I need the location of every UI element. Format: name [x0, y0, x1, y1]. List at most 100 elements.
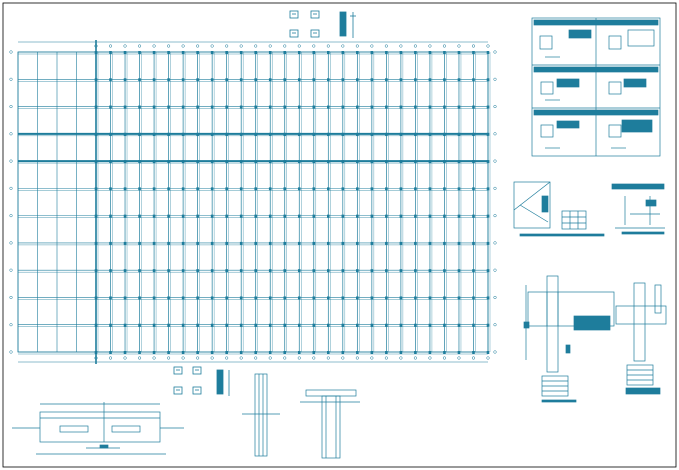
column-node — [443, 296, 446, 300]
column-node — [123, 351, 127, 354]
column-node — [428, 51, 432, 54]
column-node — [472, 160, 475, 164]
axis-bubble — [442, 356, 446, 360]
column-node — [225, 214, 228, 218]
column-node — [428, 241, 432, 245]
column-node — [486, 132, 490, 136]
column-node — [385, 296, 388, 300]
axis-bubble — [167, 356, 171, 360]
column-node — [399, 51, 403, 54]
column-node — [472, 105, 475, 109]
column-node — [152, 160, 156, 164]
column-node — [326, 296, 330, 300]
axis-bubble — [297, 356, 301, 360]
axis-bubble — [283, 356, 287, 360]
axis-bubble — [428, 44, 432, 48]
column-node — [210, 351, 214, 354]
column-node — [109, 323, 112, 327]
column-node — [167, 351, 170, 354]
column-node — [167, 187, 170, 191]
column-node — [457, 51, 461, 54]
column-node — [152, 269, 156, 273]
column-node — [123, 160, 127, 164]
axis-bubble — [326, 44, 330, 48]
column-node — [283, 160, 287, 164]
column-node — [297, 105, 301, 109]
column-node — [457, 78, 461, 82]
column-node — [268, 160, 272, 164]
column-node — [457, 323, 461, 327]
column-node — [283, 269, 287, 273]
column-node — [210, 51, 214, 54]
column-node — [443, 160, 446, 164]
column-node — [486, 105, 490, 109]
column-node — [428, 269, 432, 273]
column-node — [312, 105, 316, 109]
column-node — [312, 51, 316, 54]
column-node — [254, 78, 258, 82]
column-node — [210, 132, 214, 136]
column-node — [268, 351, 272, 354]
column-node — [472, 132, 475, 136]
axis-bubble — [486, 356, 490, 360]
column-node — [486, 323, 490, 327]
column-node — [341, 132, 345, 136]
column-node — [210, 187, 214, 191]
column-node — [283, 351, 287, 354]
column-node — [109, 214, 112, 218]
column-node — [428, 78, 432, 82]
axis-bubble — [493, 241, 497, 245]
column-node — [225, 241, 228, 245]
column-node — [356, 241, 359, 245]
column-node — [225, 160, 228, 164]
column-node — [370, 323, 374, 327]
column-node — [138, 78, 141, 82]
axis-bubble — [493, 186, 497, 190]
column-node — [268, 132, 272, 136]
column-node — [341, 296, 345, 300]
axis-bubble — [413, 44, 417, 48]
column-node — [326, 214, 330, 218]
column-node — [181, 323, 185, 327]
axis-bubble — [108, 44, 113, 48]
axis-bubble — [471, 44, 476, 48]
column-node — [152, 323, 156, 327]
column-node — [181, 187, 185, 191]
column-node — [283, 214, 287, 218]
column-node — [254, 214, 258, 218]
column-node — [239, 351, 243, 354]
column-node — [312, 296, 316, 300]
north-marker — [339, 11, 356, 38]
axis-bubble — [370, 356, 374, 360]
column-node — [399, 214, 403, 218]
column-node — [225, 296, 228, 300]
column-node — [385, 269, 388, 273]
column-node — [370, 78, 374, 82]
column-node — [326, 132, 330, 136]
column-node — [138, 323, 141, 327]
column-node — [486, 78, 490, 82]
column-schedule-table — [531, 17, 661, 157]
column-node — [167, 296, 170, 300]
column-node — [268, 78, 272, 82]
column-node — [181, 160, 185, 164]
column-node — [123, 132, 127, 136]
column-node — [167, 78, 170, 82]
column-node — [326, 160, 330, 164]
column-node — [414, 51, 417, 54]
bottom-section-marks — [173, 366, 230, 396]
column-node — [268, 296, 272, 300]
column-node — [414, 323, 417, 327]
column-node — [196, 187, 199, 191]
column-node — [486, 296, 490, 300]
axis-bubble — [9, 186, 13, 190]
column-node — [457, 351, 461, 354]
column-node — [138, 105, 141, 109]
column-node — [268, 187, 272, 191]
column-node — [472, 241, 475, 245]
column-node — [196, 296, 199, 300]
column-node — [167, 105, 170, 109]
column-node — [428, 105, 432, 109]
column-node — [385, 351, 388, 354]
column-node — [472, 351, 475, 354]
